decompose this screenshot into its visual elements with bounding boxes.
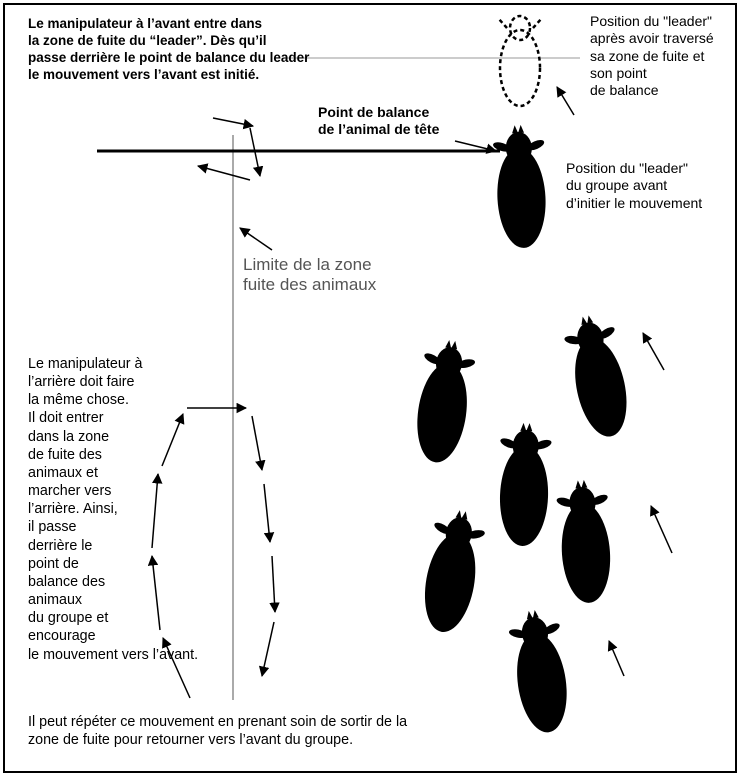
flight-zone-limit-label: Limite de la zone fuite des animaux xyxy=(243,255,376,296)
arrow-icon xyxy=(262,622,274,676)
sheep-icon xyxy=(415,506,489,636)
bottom-note-text: Il peut répéter ce mouvement en prenant … xyxy=(28,713,407,749)
balance-point-label: Point de balance de l’animal de tête xyxy=(318,104,439,138)
arrow-icon xyxy=(198,166,250,180)
sheep-icon xyxy=(505,607,575,736)
sheep-icon xyxy=(491,124,551,250)
sheep-icon xyxy=(559,310,637,441)
arrow-icon xyxy=(651,506,672,553)
arrow-icon xyxy=(643,333,664,370)
leader-after-label: Position du "leader" après avoir travers… xyxy=(590,13,714,100)
arrow-icon xyxy=(264,484,270,542)
front-handler-text: Le manipulateur à l’avant entre dans la … xyxy=(28,15,309,83)
sheep-icon xyxy=(554,478,616,604)
arrow-icon xyxy=(272,556,275,612)
arrow-icon xyxy=(252,416,262,470)
leader-before-label: Position du "leader" du groupe avant d’i… xyxy=(566,160,702,212)
sheep-icon xyxy=(495,422,553,547)
arrow-icon xyxy=(557,87,574,115)
sheep-icon xyxy=(409,337,479,466)
arrow-icon xyxy=(213,118,253,126)
sheep-outline-icon xyxy=(498,16,542,106)
rear-handler-text: Le manipulateur à l’arrière doit faire l… xyxy=(28,355,198,664)
arrow-icon xyxy=(240,228,272,250)
arrow-icon xyxy=(609,641,624,676)
